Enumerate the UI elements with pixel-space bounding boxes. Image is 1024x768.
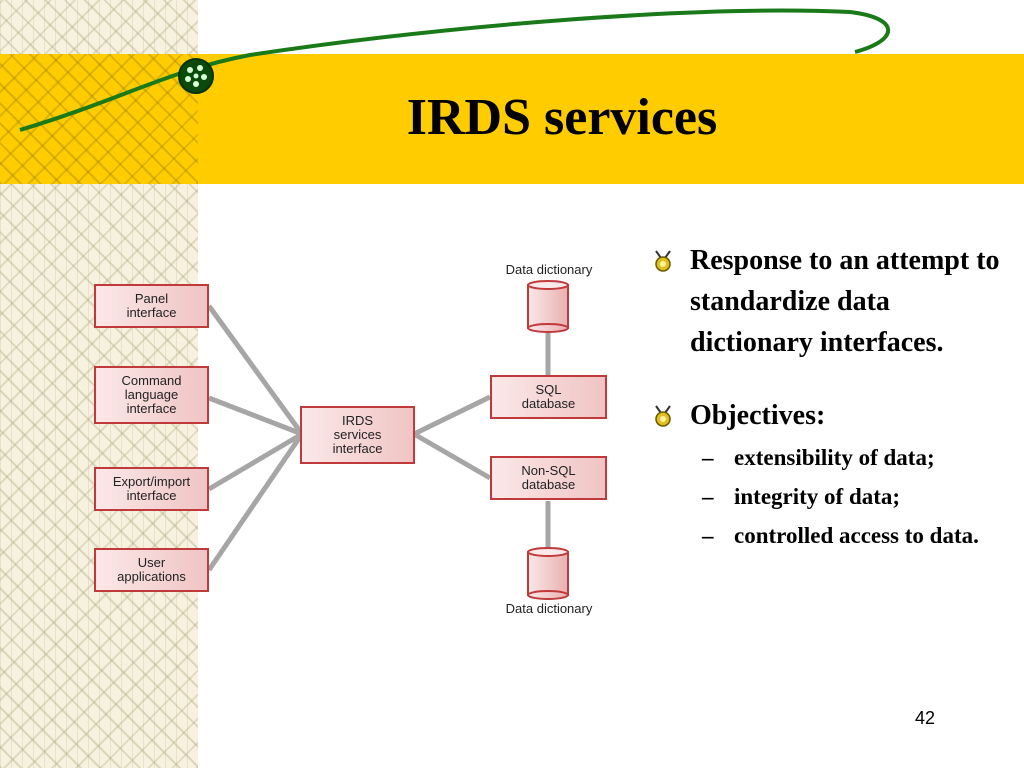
decorative-swoosh	[19, 8, 890, 132]
sub-bullet-dash: –	[702, 445, 714, 470]
irds-services-interface-box: IRDS services interface	[300, 406, 415, 464]
bug-bullet-icon	[655, 405, 671, 427]
sub-bullet-dash: –	[702, 484, 714, 509]
panel-interface-box: Panel interface	[94, 284, 209, 328]
connector-panel	[206, 304, 305, 436]
data-dictionary-bottom-label: Data dictionary	[505, 601, 593, 616]
swoosh-line	[19, 8, 890, 132]
bullet-text: Response to an attempt to standardize da…	[690, 245, 1000, 358]
sub-bullet-text: controlled access to data.	[734, 523, 979, 548]
green-orb-icon	[178, 58, 214, 94]
connector-export	[207, 431, 304, 492]
non-sql-database-box: Non-SQL database	[490, 456, 607, 500]
sub-bullet-item: – extensibility of data;	[650, 440, 1010, 475]
bullet-list: Response to an attempt to standardize da…	[650, 240, 1010, 553]
sub-bullet-text: extensibility of data;	[734, 445, 935, 470]
user-applications-box: User applications	[94, 548, 209, 592]
sub-bullet-item: – controlled access to data.	[650, 518, 1010, 553]
bullet-text: Objectives:	[690, 400, 826, 431]
connector-nonsql	[412, 431, 492, 481]
data-dictionary-top-label: Data dictionary	[505, 262, 593, 277]
bullet-item: Objectives:	[650, 395, 1010, 436]
bullet-item: Response to an attempt to standardize da…	[650, 240, 1010, 363]
slide-title: IRDS services	[406, 89, 718, 146]
sub-bullet-item: – integrity of data;	[650, 479, 1010, 514]
connector-user	[206, 432, 305, 572]
page-number: 42	[914, 708, 936, 728]
command-language-interface-box: Command language interface	[94, 366, 209, 424]
bug-bullet-icon	[655, 250, 671, 272]
connector-sql	[412, 394, 492, 437]
export-import-interface-box: Export/import interface	[94, 467, 209, 511]
connector-lines	[206, 304, 551, 572]
sub-bullet-text: integrity of data;	[734, 484, 901, 509]
data-dictionary-bottom-cylinder	[527, 547, 569, 600]
sql-database-box: SQL database	[490, 375, 607, 419]
connector-command	[208, 395, 303, 437]
data-dictionary-top-cylinder	[527, 280, 569, 333]
sub-bullet-dash: –	[702, 523, 714, 548]
band-pattern	[0, 54, 198, 184]
